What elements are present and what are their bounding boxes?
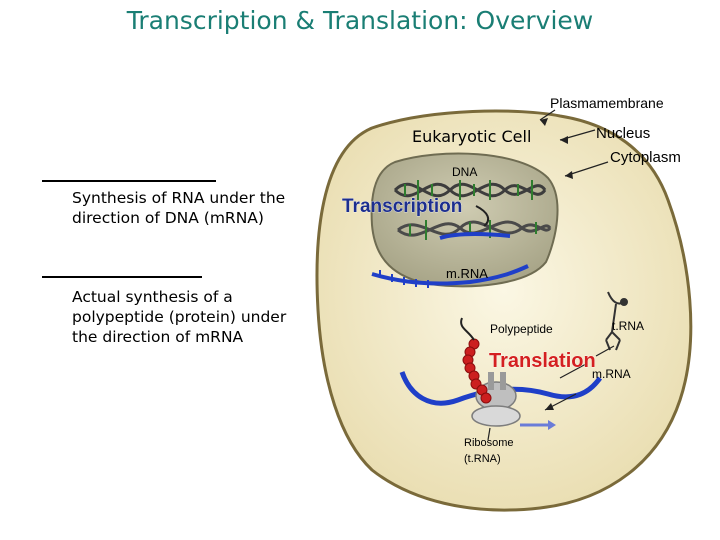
polypeptide-leader [460, 317, 475, 341]
definition-line: Synthesis of RNA under the [72, 189, 286, 207]
label-polypeptide: Polypeptide [490, 322, 553, 336]
dna-helix [393, 180, 552, 240]
definition-line: direction of DNA (mRNA) [72, 209, 264, 227]
label-ribosome-trna: (t.RNA) [464, 453, 501, 465]
trna-molecule [605, 291, 628, 351]
definition-line: polypeptide (protein) under [72, 308, 287, 326]
label-nucleus: Nucleus [596, 125, 650, 142]
label-mrna-nucleus: m.RNA [446, 266, 488, 281]
label-transcription: Transcription [342, 196, 462, 217]
label-trna: t.RNA [612, 319, 644, 333]
label-translation: Translation [489, 350, 596, 372]
answer-blank-2 [42, 276, 202, 278]
arrowhead [548, 420, 556, 430]
label-ribosome: Ribosome [464, 437, 514, 449]
definition-line: the direction of mRNA [72, 328, 244, 346]
answer-blank-1 [42, 180, 216, 182]
label-eukaryotic-cell: Eukaryotic Cell [412, 127, 531, 146]
label-mrna-cytoplasm: m.RNA [592, 367, 631, 381]
definition-translation: Actual synthesis of a polypeptide (prote… [72, 287, 286, 347]
label-plasma-membrane: Plasmamembrane [550, 95, 664, 111]
mrna-strand-exiting [371, 264, 529, 286]
definition-line: Actual synthesis of a [72, 288, 233, 306]
label-cytoplasm: Cytoplasm [610, 149, 681, 166]
definition-transcription: Synthesis of RNA under the direction of … [72, 188, 285, 228]
mrna-strand-nucleus [439, 232, 511, 240]
polypeptide-chain [462, 338, 492, 404]
page-title: Transcription & Translation: Overview [126, 6, 594, 35]
mrna-bases [379, 270, 429, 288]
transcription-arrow [475, 205, 490, 227]
label-dna: DNA [452, 165, 477, 179]
